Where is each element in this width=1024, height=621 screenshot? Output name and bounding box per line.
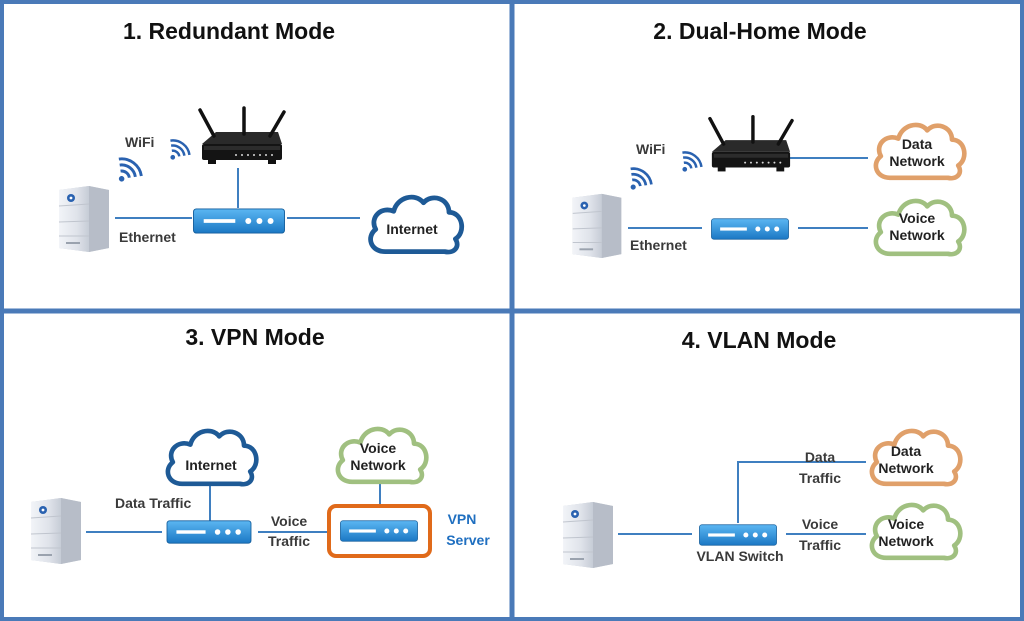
data-cloud-label-line-2: Network <box>889 153 944 169</box>
voice-traffic-label-line-2: Traffic <box>799 537 841 553</box>
data-traffic-label: Data Traffic <box>115 495 191 511</box>
ethernet-label: Ethernet <box>630 237 687 253</box>
wireless-router-icon <box>708 114 794 174</box>
panel-vpn-mode: 3. VPN Mode Internet Voice Network Data … <box>30 324 490 565</box>
network-switch-icon <box>166 520 252 544</box>
wireless-router-icon <box>198 106 286 166</box>
wifi-label: WiFi <box>125 134 154 150</box>
internet-cloud-label: Internet <box>386 221 438 237</box>
server-device-icon <box>562 501 614 569</box>
vlan-switch-label: VLAN Switch <box>696 548 783 564</box>
voice-cloud-label-line-2: Network <box>878 533 933 549</box>
data-cloud-label-line-2: Network <box>878 460 933 476</box>
ethernet-label: Ethernet <box>119 229 176 245</box>
vpn-label-line-2: Server <box>446 532 490 548</box>
panel-vlan-mode: 4. VLAN Mode Data Network Voice Network … <box>562 327 960 569</box>
network-switch-icon <box>340 520 418 542</box>
server-device-icon <box>572 193 622 259</box>
data-traffic-link <box>737 461 866 523</box>
network-switch-icon <box>193 208 285 234</box>
wifi-signal-icon <box>114 154 144 184</box>
vpn-label-line-1: VPN <box>448 511 477 527</box>
wifi-signal-icon <box>678 148 704 174</box>
panel-dual-home-mode: 2. Dual-Home Mode Data Network Voice Net… <box>572 18 965 259</box>
voice-cloud-label-line-1: Voice <box>899 210 936 226</box>
data-cloud-label-line-1: Data <box>902 136 933 152</box>
voice-cloud-label-line-1: Voice <box>888 516 925 532</box>
server-device-icon <box>30 497 82 565</box>
wifi-signal-icon <box>626 164 654 192</box>
internet-cloud-label: Internet <box>185 457 237 473</box>
voice-cloud-label-line-2: Network <box>350 457 405 473</box>
panel-title: 3. VPN Mode <box>185 324 324 350</box>
panel-title: 1. Redundant Mode <box>123 18 335 44</box>
panel-redundant-mode: 1. Redundant Mode Internet WiFi Ethernet <box>58 18 462 253</box>
voice-traffic-label-line-1: Voice <box>802 516 839 532</box>
network-switch-icon <box>711 218 789 240</box>
voice-traffic-label-line-1: Voice <box>271 513 308 529</box>
data-traffic-label-line-2: Traffic <box>799 470 841 486</box>
wifi-label: WiFi <box>636 141 665 157</box>
data-cloud-label-line-1: Data <box>891 443 922 459</box>
data-traffic-label-line-1: Data <box>805 449 836 465</box>
panel-title: 2. Dual-Home Mode <box>653 18 866 44</box>
server-device-icon <box>58 185 110 253</box>
voice-cloud-label-line-2: Network <box>889 227 944 243</box>
network-switch-icon <box>699 524 777 546</box>
voice-traffic-label-line-2: Traffic <box>268 533 310 549</box>
panel-title: 4. VLAN Mode <box>682 327 837 353</box>
wifi-signal-icon <box>166 136 192 162</box>
voice-cloud-label-line-1: Voice <box>360 440 397 456</box>
